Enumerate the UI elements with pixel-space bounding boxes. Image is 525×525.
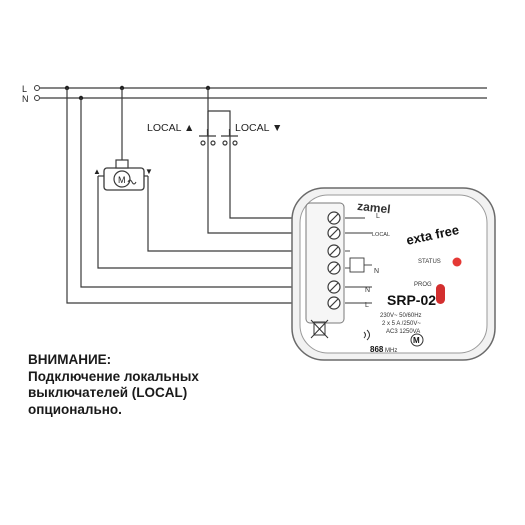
feed-wires (66, 88, 312, 304)
device-badge (410, 333, 424, 347)
status-label: STATUS (418, 259, 441, 265)
terminal-label-local: LOCAL (372, 232, 390, 238)
spec-line-3: AC3 1250VA (386, 329, 420, 335)
supply-lines (40, 87, 487, 99)
prog-label: PROG (414, 282, 432, 288)
weee-bin-icon (310, 319, 329, 339)
status-led (452, 257, 462, 267)
terminal-label-n-low: N (365, 287, 370, 294)
prog-button[interactable] (436, 284, 445, 304)
terminal-label-n-mid: N (374, 268, 379, 275)
badge-letter: M (413, 336, 420, 345)
radio-unit: MHz (385, 348, 397, 354)
note-line-2: выключателей (LOCAL) (28, 385, 188, 400)
attention-note: ВНИМАНИЕ: Подключение локальных выключат… (28, 352, 288, 418)
n-line-label: N (22, 94, 29, 104)
spec-line-1: 230V~ 50/60Hz (380, 313, 422, 319)
internal-schematic (345, 217, 372, 304)
terminal-label-l-low: L (365, 302, 369, 309)
motor-symbol (98, 159, 148, 191)
supply-terminals (34, 85, 40, 101)
local-switches (199, 129, 238, 146)
motor-up-arrow: ▲ (93, 167, 101, 176)
note-line-3: опционально. (28, 401, 122, 417)
local-switch-label-down: LOCAL ▼ (235, 122, 282, 134)
radio-icon (363, 329, 370, 341)
l-line-label: L (22, 84, 27, 94)
local-switch-label-up: LOCAL ▲ (147, 122, 194, 134)
note-line-1: Подключение локальных (28, 368, 199, 384)
model-label: SRP-02 (387, 292, 436, 308)
motor-down-arrow: ▼ (145, 167, 153, 176)
radio-frequency: 868 (370, 345, 384, 354)
motor-label: M (118, 175, 126, 185)
terminal-label-l-top: L (376, 213, 380, 220)
note-title: ВНИМАНИЕ: (28, 352, 112, 367)
spec-line-2: 2 x 5 A /250V~ (382, 321, 421, 327)
device-terminals (327, 211, 341, 310)
brand-logo: zamel (357, 199, 392, 216)
